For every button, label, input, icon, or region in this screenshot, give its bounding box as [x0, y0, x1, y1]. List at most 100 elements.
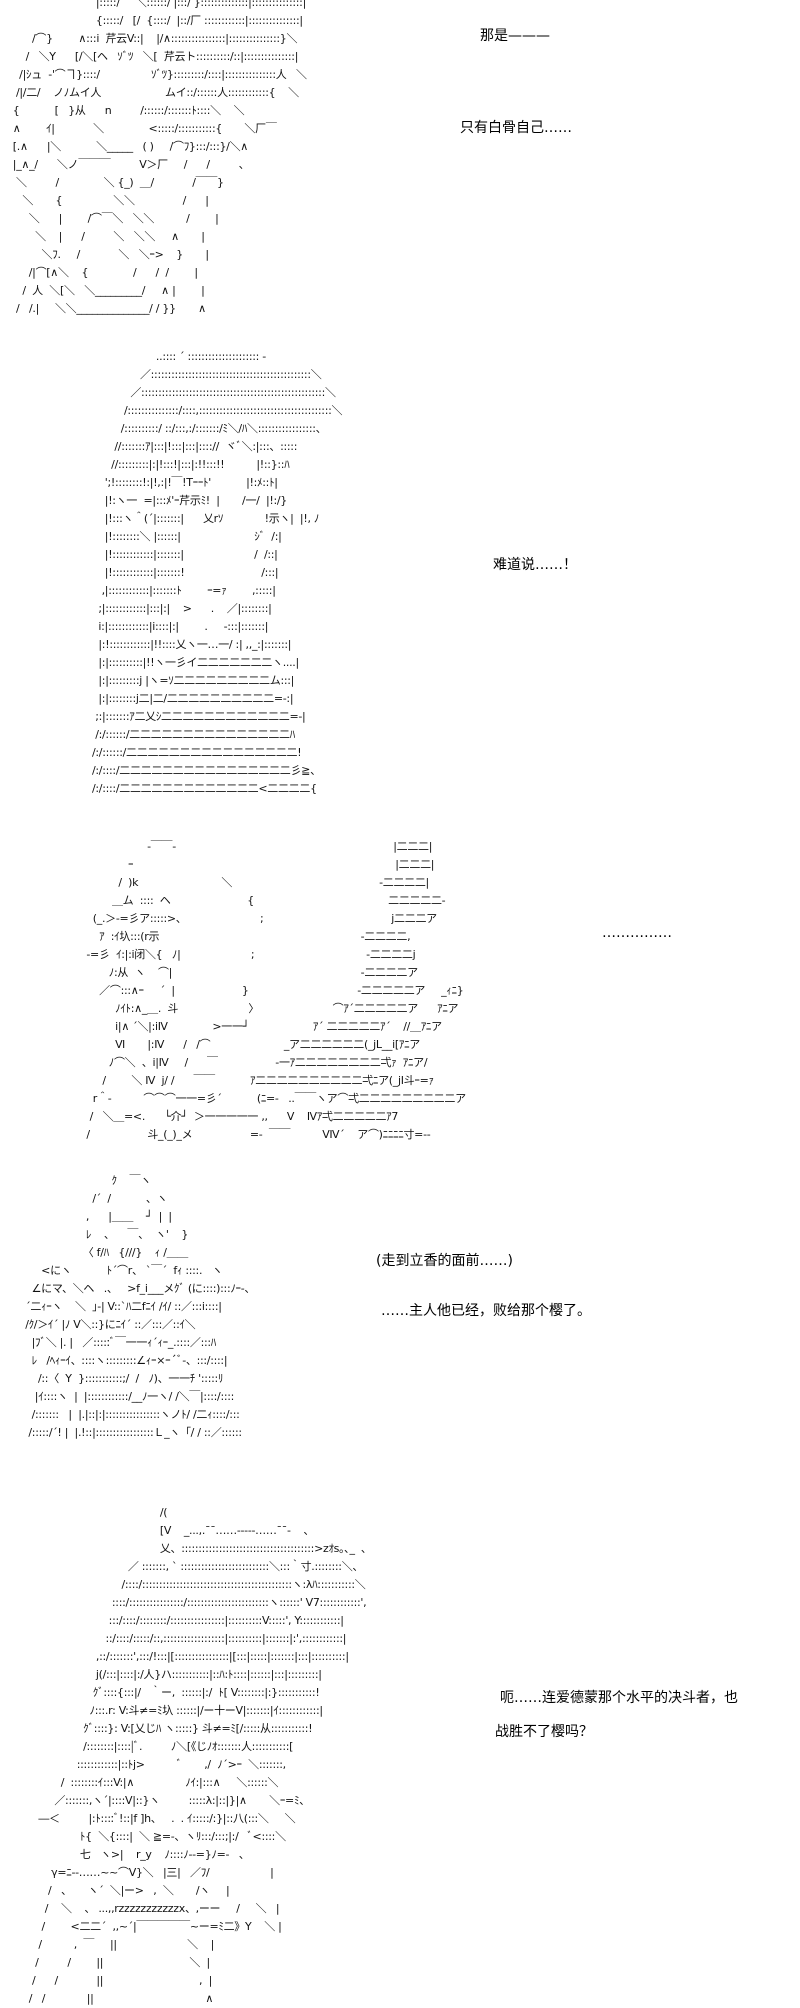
ascii-art-line: / 人 ＼[＼ ＼_________/ ∧ | | — [0, 284, 205, 297]
ascii-art-line: |!::::::::::::|:::::::| / /::| — [92, 548, 278, 561]
ascii-art-line: ／:::::::,ヽ´|::::V|::}ヽ :::::λ:|::|}|∧ ＼ｰ… — [0, 1794, 310, 1807]
ascii-art-line: /:/::::::/二二二二二二二二二二二二二二二二! — [92, 746, 302, 759]
ascii-art-line: / <二二´ ,,~´|￣￣￣￣￣~ー=ﾐ二》Y ＼ | — [0, 1920, 282, 1933]
ascii-art-line: ∠にマ、＼ヘ .、 >f_i___メｸﾞ (に::::):::ﾉｰ-、 — [22, 1282, 256, 1295]
ascii-art-line: /::::::::::/ ::/:::,:/:::::::/ﾐ＼/ﾊ＼:::::… — [92, 422, 327, 435]
ascii-art-line: ﾚ 、 ￣、 ヽ' } — [22, 1228, 189, 1241]
ascii-art-line: / )k ＼ -二二二二| — [80, 876, 429, 889]
caption-1: 那是——— — [480, 28, 550, 44]
ascii-art-line: ＼ | /⌒￣＼ ＼＼ / | — [0, 212, 219, 225]
ascii-art-line: ..:::: ´ ::::::::::::::::::::: ‐ — [92, 350, 266, 363]
caption-6: ……主人他已经，败给那个樱了。 — [381, 1303, 591, 1319]
ascii-art-line: /:/::::::/二二二二二二二二二二二二二二二ﾊ — [92, 728, 295, 741]
ascii-art-line: <にヽ ﾄ´⌒r、 `￣´ fｨ ::::. ヽ — [22, 1264, 223, 1277]
ascii-art-line: //:::::::ｱ|:::|!:::|:::|::::// ヾﾞ＼:|:::、… — [92, 440, 298, 453]
ascii-art-line: γ=ﾆ-‐……~~⌒V}＼ |三| ／ﾌ/ | — [0, 1866, 274, 1879]
ascii-art-line: |ｲ::::ヽ | |::::::::::::/__ﾉ一ヽ/ /＼￣|::::/… — [22, 1390, 235, 1403]
ascii-art-line: ::::::::::::|::ﾄj> ﾞ ,/ ﾉ´>ｰ ＼:::::::, — [0, 1758, 286, 1771]
ascii-art-line: ＼ / ＼ {_) ＿/ /￣￣} — [0, 176, 224, 189]
ascii-art-line: /::::::: | |.|::|:|::::::::::::::::ヽノﾄ/ … — [22, 1408, 240, 1421]
ascii-art-line: ／ :::::::, ` ::::::::::::::::::::::::::＼… — [0, 1560, 364, 1573]
ascii-art-line: ';!::::::::!:|!,:|!￣!Tｰｰﾄ' |!:ﾒ::ﾄ| — [92, 476, 278, 489]
ascii-art-line: ＼ﾌ. / ＼ ＼ｰ> } | — [0, 248, 210, 261]
ascii-art-line: /|⌒[∧＼ { / / / | — [0, 266, 198, 279]
caption-2: 只有白骨自己…… — [460, 120, 572, 136]
ascii-art-line: //:::::::::|:|!:::!|:::|:!!:::!! |!::}::… — [92, 458, 290, 471]
ascii-art-line: |:|::::::::::|!!ヽ一彡イ二二二二二二二ヽ....| — [92, 656, 299, 669]
ascii-art-line: |ﾌﾞ＼ |. | ／:::::ﾞ￣一一ｨ´ｨｰ_.::::／:::ﾊ — [22, 1336, 217, 1349]
ascii-art-line: /::::/::::::::::::::::::::::::::::::::::… — [0, 1578, 366, 1591]
ascii-art-line: / ＼ Ⅳ j/ / ￣￣ ｱ二二二二二二二二二二弌ﾆア(_jI斗ｰ=ｧ — [80, 1074, 434, 1087]
ascii-art-panel-4: ｸ ￣ヽ /´ / 、ヽ , |＿＿ ┘ | | ﾚ 、 ￣、 ヽ' } 〈 f… — [22, 1172, 255, 1442]
ascii-art-line: / ＼Y [/＼[ヘ ｿﾞﾂ ＼[ 芹云ト::::::::::/::|:::::… — [0, 50, 299, 63]
ascii-art-line: / ＼ 、 ...,,rzzzzzzzzzzzx、,ーー / ＼ | — [0, 1902, 280, 1915]
ascii-art-line: ﾉ:从 ヽ ⌒| -二二二二ア — [80, 966, 418, 979]
ascii-art-line: 〈 f/ﾊ {///} ｨ /＿＿ — [22, 1246, 189, 1259]
ascii-art-line: /:/::::/二二二二二二二二二二二二二<二二二二{ — [92, 782, 317, 795]
ascii-art-line: ＼ { ＼＼ / | — [0, 194, 209, 207]
ascii-art-line: /::〈 Y }:::::::::::;/ / ﾉ)、一一ﾁ ':::::ﾘ — [22, 1372, 224, 1385]
ascii-art-line: |:|::::::::j二|二/二二二二二二二二二二=-:| — [92, 692, 294, 705]
ascii-art-line: 七 ヽ>| r_y ﾉ::::ﾉ--=}ﾉ=- 、 — [0, 1848, 250, 1861]
ascii-art-line: ｸﾞ::::}: V:[乂じﾊ ヽ:::::} 斗≠=ﾐ[/:::::从::::… — [0, 1722, 313, 1735]
ascii-art-line: 乂、::::::::::::::::::::::::::::::::::::::… — [0, 1542, 367, 1555]
ascii-art-line: /⌒} ∧:::i 芹云V::| |/∧::::::::::::::::|:::… — [0, 32, 298, 45]
ascii-art-line: /( — [0, 1506, 168, 1519]
ascii-art-line: [V _...,.¯¯……-----……¯¯- 、 — [0, 1524, 315, 1537]
ascii-art-line: / ＼＿=<. └介┘ ＞一一一一一 ,, V Ⅳｱ弌二二二二二ｱ7 — [80, 1110, 399, 1123]
ascii-art-line: ｸﾞ::::{:::|/ ｀ー, ::::::|:/ ﾄ[ V::::::::|… — [0, 1686, 320, 1699]
ascii-art-line: / 斗_(_)_メ =- ￣￣ VⅣ´ ア⌒)ﾆﾆﾆﾆ寸=-- — [80, 1128, 431, 1141]
ascii-art-line: ／:::::::::::::::::::::::::::::::::::::::… — [92, 368, 322, 381]
ascii-art-line: ／:::::::::::::::::::::::::::::::::::::::… — [92, 386, 336, 399]
ascii-art-line: ＿ム :::: ヘ { 二二二二二- — [80, 894, 446, 907]
ascii-art-line: ／⌒:::∧ｰ ´ | } -二二二二二ア _ｨﾆ} — [80, 984, 464, 997]
ascii-art-panel-1: |:::::/ ＼::::::/ |:::/ }::::::::::::::|:… — [0, 0, 307, 318]
ascii-art-line: ﾉｲﾄ:∧_＿. 斗 〉 ⌒ｱ´二二二二二ア ｱﾆア — [80, 1002, 459, 1015]
ascii-art-line: |_∧_/ ＼ノ￣￣￣ V＞厂 / / 、 — [0, 158, 250, 171]
ascii-art-line: /:::::/´! | |.!::|:::::::::::::::::Ｌ_ヽ「/… — [22, 1426, 242, 1439]
ascii-art-line: ﾚ /ﾍｨｰｲ、::::ヽ:::::::::∠ｨｰ×ｰ´ﾞ-、:::/::::| — [22, 1354, 228, 1367]
ascii-art-line: ;:|:::::::ｱ二乂ｼ二二二二二二二二二二二二=-| — [92, 710, 306, 723]
ascii-art-line: |:!::::::::::::|!!::::乂ヽ一…一/ :| ,,_:|:::… — [92, 638, 292, 651]
ascii-art-line: ::::/::::::::::::::::/::::::::::::::::::… — [0, 1596, 367, 1609]
ascii-art-line: ｸ ￣ヽ — [22, 1174, 152, 1187]
caption-7: 呃……连爱德蒙那个水平的决斗者，也 — [500, 1690, 738, 1706]
ascii-art-line: ﾉ:::.r: V:斗≠=ﾐ圦 ::::::|/ー十ーV|:::::::|ｲ::… — [0, 1704, 324, 1717]
ascii-art-line: ﾉ⌒＼ 、i|Ⅳ / ￣ -一ｱ二二二二二二二二弌ｧ ｱﾆア/ — [80, 1056, 428, 1069]
ascii-art-line: ;|::::::::::::|:::|:| > . ／|::::::::| — [92, 602, 272, 615]
ascii-art-line: [.∧ |＼ ＼_____ ( ) /⌒ﾌ}:::/:::}/＼∧ — [0, 140, 249, 153]
ascii-art-line: /::::::::|::::|ﾞ. ﾉ＼[《じﾉｵ:::::::人:::::::… — [0, 1740, 294, 1753]
ascii-art-line: / /.| ＼＼______________/ / }} ∧ — [0, 302, 206, 315]
ascii-art-line: i|∧ ´＼|:iⅣ >一一┘ ｱ´ 二二二二二ｱ´ //＿ｱﾆア — [80, 1020, 442, 1033]
ascii-art-line: ,::/:::::::',:::/!:::|[::::::::::::::::|… — [0, 1650, 349, 1663]
ascii-art-line: , |＿＿ ┘ | | — [22, 1210, 172, 1223]
caption-4: …………… — [602, 925, 672, 941]
ascii-art-line: -=彡 ｲ:|:i闭＼{ ﾉ| ; -二二二二j — [80, 948, 416, 961]
ascii-art-line: |:::::/ ＼::::::/ |:::/ }::::::::::::::|:… — [0, 0, 306, 9]
ascii-art-panel-5: /( [V _...,.¯¯……-----……¯¯- 、 乂、:::::::::… — [0, 1504, 367, 2008]
ascii-art-line: /|ｼュ ‐'⌒ヿ}::::/ ｿﾞﾂ}:::::::::/::::|:::::… — [0, 68, 307, 81]
ascii-art-line: / / || , | — [0, 1974, 213, 1987]
ascii-art-line: ―＜ |:ﾄ::::ﾞ!::|f ]h、 . . ｲ:::::/:}|::八(:… — [0, 1812, 296, 1825]
ascii-art-line: |!:ヽ一 =|:::ﾒ'ｰ芹示ﾐ! | /一/ |!:/} — [92, 494, 288, 507]
ascii-art-line: /:::::::::::::::/::::,::::::::::::::::::… — [92, 404, 343, 417]
ascii-art-line: / 、 ヽ´ ＼|ー> , ＼ /ヽ | — [0, 1884, 230, 1897]
ascii-art-line: / , ￣ || ＼ | — [0, 1938, 215, 1951]
ascii-art-line: ∧ ｲ| ＼ <:::::/:::::::::::{ ＼厂￣ — [0, 122, 277, 135]
ascii-art-line: /ｸ/＞ｲ´ |ﾉ V＼::}にﾆｲ´ ::／:::／::ｲ＼ — [22, 1318, 196, 1331]
ascii-art-line: |:|:::::::::j |ヽ=ｿ二二二二二二二二二ム:::| — [92, 674, 295, 687]
ascii-art-line: / / || ＼ | — [0, 1956, 210, 1969]
ascii-art-line: ｰ |二二二| — [80, 858, 435, 871]
ascii-art-line: { [ }从 n /::::::/:::::::ﾄ::::＼ ＼ — [0, 104, 245, 117]
ascii-art-line: ,|::::::::::::|:::::::ﾄ ｰ=ｧ ,:::::| — [92, 584, 276, 597]
ascii-art-line: / ::::::::ｲ:::V:|∧ ﾉｲ:|:::∧ ＼::::::＼ — [0, 1776, 279, 1789]
ascii-art-line: |!:::ヽ＾(´|:::::::| 乂rｿ !示ヽ| |!, ﾉ — [92, 512, 320, 525]
ascii-art-panel-3: ‐￣￣‐ |二二二| ｰ |二二二| / )k — [80, 838, 466, 1144]
ascii-art-line: |!::::::::＼ |::::::| ｼﾞ /:| — [92, 530, 282, 543]
ascii-art-line: :::/::::/::::::::/::::::::::::::::|:::::… — [0, 1614, 344, 1627]
ascii-art-line: Ⅵ |:Ⅳ / /⌒ _ア二二二二二二(_jL__i[ｱﾆア — [80, 1038, 420, 1051]
ascii-art-line: ＼ | / ＼ ＼＼ ∧ | — [0, 230, 205, 243]
ascii-art-panel-2: ..:::: ´ ::::::::::::::::::::: ‐ ／::::::… — [92, 348, 343, 798]
ascii-art-line: / / || ∧ — [0, 1992, 214, 2005]
ascii-art-line: r＾‐ ⌒⌒⌒一一=彡´ (ﾆ=- ..￣￣ヽア⌒弌二二二二二二二二二ア — [80, 1092, 466, 1105]
